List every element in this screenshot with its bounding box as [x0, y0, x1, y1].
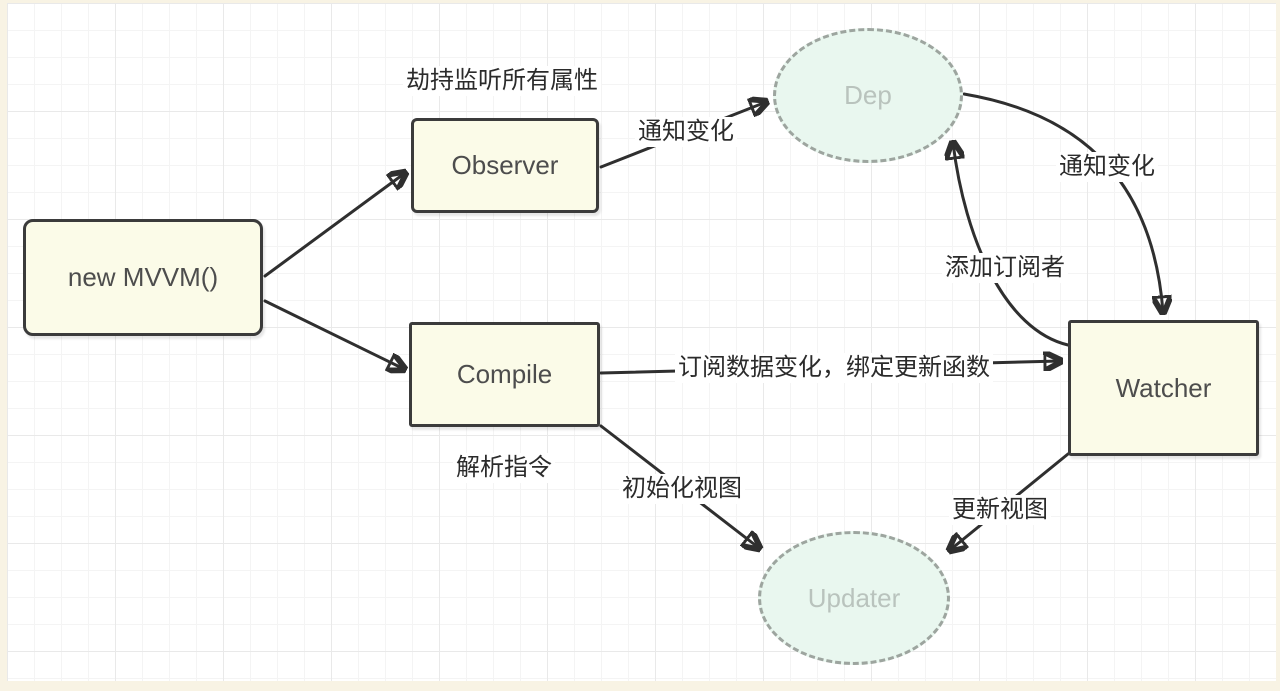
caption-observer: 劫持监听所有属性	[403, 66, 601, 96]
node-updater: Updater	[758, 531, 950, 665]
node-dep: Dep	[773, 28, 963, 163]
node-observer-label: Observer	[451, 150, 559, 180]
edge-mvvm-compile	[263, 299, 404, 369]
edge-watcher-dep	[953, 143, 1070, 347]
node-updater-label: Updater	[807, 582, 901, 613]
node-watcher: Watcher	[1068, 320, 1259, 456]
node-observer: Observer	[411, 118, 599, 213]
node-mvvm-label: new MVVM()	[67, 262, 219, 292]
edge-mvvm-observer	[263, 173, 405, 278]
edge-label-watcher-updater: 更新视图	[949, 495, 1051, 525]
node-mvvm: new MVVM()	[23, 219, 263, 336]
node-compile-label: Compile	[456, 359, 553, 389]
node-dep-label: Dep	[844, 80, 892, 110]
edge-label-compile-updater: 初始化视图	[619, 474, 745, 504]
edge-label-observer-dep: 通知变化	[635, 117, 737, 147]
node-compile: Compile	[409, 322, 600, 427]
edge-label-watcher-dep: 添加订阅者	[942, 253, 1068, 283]
edge-label-compile-watcher: 订阅数据变化，绑定更新函数	[675, 353, 993, 383]
node-watcher-label: Watcher	[1115, 372, 1212, 403]
diagram-canvas: new MVVM() Observer Compile Watcher Dep …	[7, 3, 1276, 681]
edge-label-dep-watcher: 通知变化	[1056, 152, 1158, 182]
caption-compile: 解析指令	[453, 453, 555, 483]
